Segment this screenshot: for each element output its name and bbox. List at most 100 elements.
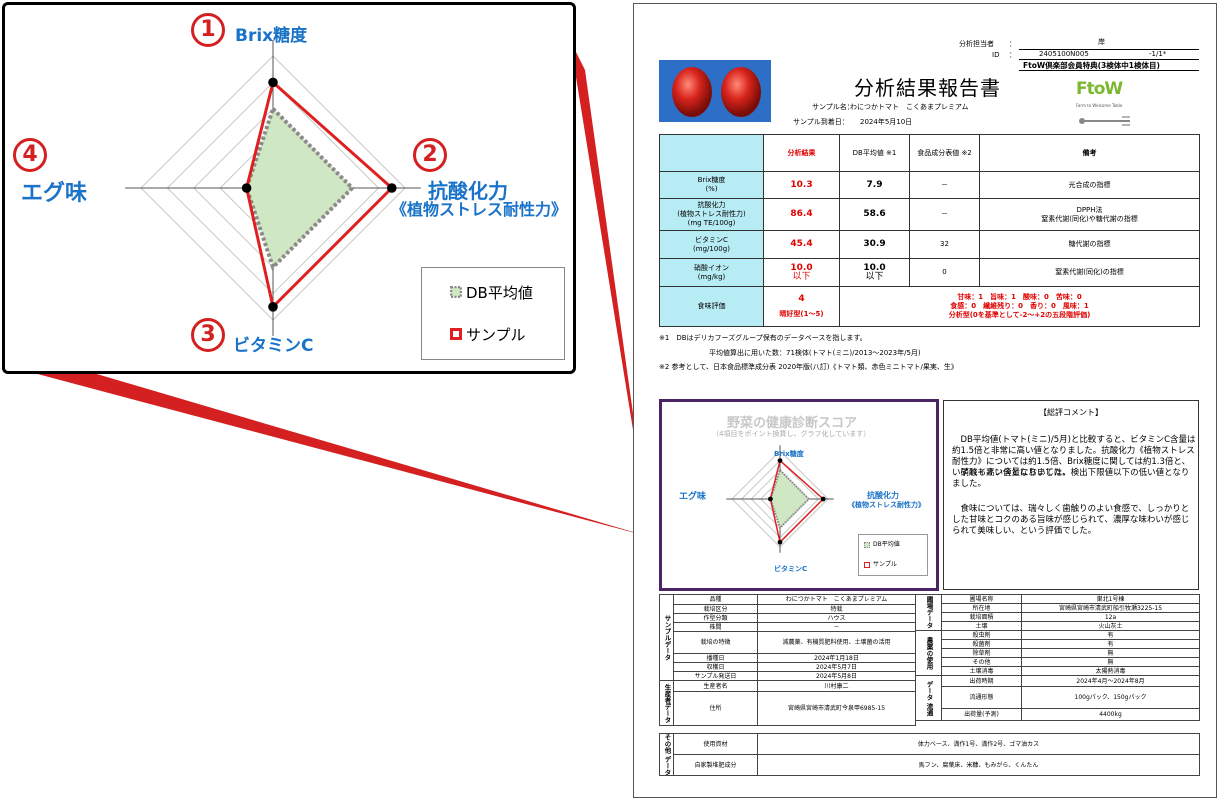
sd-value: 有 — [1021, 630, 1200, 640]
sd-label: 栽培の特徴 — [673, 631, 758, 654]
tomato-2 — [721, 67, 761, 117]
logo-text: FtoW — [1076, 79, 1123, 99]
axis-label-vitaminc: ビタミンC — [233, 336, 314, 356]
row-name-cell: ビタミンC(mg/100g) — [659, 230, 764, 259]
sd-label: 殺菌剤 — [941, 639, 1022, 649]
sd-label: 住所 — [673, 691, 758, 726]
comment-p3: 食味については、瑞々しく歯触りのよい食感で、しっかりとした甘味とコクのある旨味が… — [952, 504, 1190, 536]
sd-value: 100gパック、150gパック — [1021, 686, 1200, 709]
plan-text: FtoW倶楽部会員特典(3検体中1検体目) — [1023, 61, 1160, 70]
sd-value: 減農薬、有機質肥料使用、土壌菌の活用 — [757, 631, 916, 654]
producer-category: 生産者データ — [659, 680, 674, 726]
sd-value: 巣北1号棟 — [1021, 594, 1200, 604]
sd-label: サンプル発送日 — [673, 671, 758, 681]
row-name: ビタミンC — [695, 235, 728, 244]
mini-legend-db: DB平均値 — [873, 541, 900, 548]
db-value: 30.9 — [839, 230, 910, 259]
score-title: 野菜の健康診断スコア — [727, 416, 858, 431]
row-name: 抗酸化力 — [697, 201, 726, 209]
mini-axis-top: Brix糖度 — [774, 450, 804, 458]
row-unit: (%) — [705, 185, 718, 193]
axis-label-antioxidant-sub: 《植物ストレス耐性力》 — [391, 200, 568, 219]
db-value-2: 以下 — [865, 271, 884, 282]
sd-value: 体力ベース、満作1号、満作2号、ゴマ油カス — [757, 732, 1200, 756]
result-value-2: 以下 — [792, 271, 811, 282]
sd-label: 品種 — [673, 594, 758, 605]
ftow-logo: FtoW Farm to Welcome Table — [1074, 77, 1136, 131]
distribution-category: データ 流通 — [915, 675, 942, 721]
sd-value: 12a — [1021, 612, 1200, 622]
sd-label: 使用資材 — [673, 732, 758, 756]
sample-legend-icon — [450, 328, 462, 340]
mini-legend-sample: サンプル — [873, 561, 897, 568]
mini-legend: DB平均値 サンプル — [858, 534, 928, 576]
sd-label: 作型分類 — [673, 613, 758, 623]
id-sep: ： — [1009, 51, 1016, 59]
field-category: 圃場データ — [915, 594, 942, 631]
note-value: 窒素代謝(同化)の指標 — [979, 258, 1200, 287]
sd-label: 圃場名称 — [941, 594, 1022, 604]
corner-cell — [659, 134, 764, 172]
comment-p2: 硝酸イオン含量においては、検出下限値以下の低い値となりました。 — [952, 468, 1190, 489]
analyst-label: 分析担当者 — [959, 40, 994, 48]
zoom-legend: DB平均値 サンプル — [421, 267, 565, 360]
comment-title: 【総評コメント】 — [1039, 408, 1103, 417]
id-suffix: -1/1* — [1149, 50, 1167, 58]
cutlery-icon — [1079, 116, 1130, 126]
sd-value: 宮崎県宮崎市清武町今泉甲6985-15 — [757, 691, 916, 726]
sd-value: 4400kg — [1021, 708, 1200, 721]
sd-value: 2024年5月7日 — [757, 662, 916, 672]
sd-value: わにつかトマト こくあまプレミアム — [757, 594, 916, 605]
sd-label: 除草剤 — [941, 648, 1022, 658]
sd-label: 自家製堆肥成分 — [673, 754, 758, 777]
sd-label: 収穫日 — [673, 662, 758, 672]
note-1: ※1 DBはデリカフーズグループ保有のデータベースを指します。 — [659, 334, 867, 342]
header-result: 分析結果 — [763, 134, 840, 172]
mini-axis-left: エグ味 — [679, 492, 707, 502]
sd-value: 川村康二 — [757, 680, 916, 692]
sample-point — [768, 496, 773, 502]
other-data-table: その他 データ使用資材体力ベース、満作1号、満作2号、ゴマ油カス 自家製堆肥成分… — [659, 732, 1200, 777]
axis-number-4: 4 — [13, 138, 47, 172]
header-food: 食品成分表値 ※2 — [909, 134, 980, 172]
other-category: その他 データ — [659, 732, 674, 777]
row-name-cell: 硝酸イオン(mg/kg) — [659, 258, 764, 287]
note-value: 光合成の指標 — [979, 171, 1200, 199]
taste-line3: 分析型(0を基準として-2～+2の五段階評価) — [948, 311, 1091, 319]
mini-axis-right-sub: 《植物ストレス耐性力》 — [848, 501, 925, 509]
note-2: ※2 参考として、日本食品標準成分表 2020年版(八訂)《トマト類、赤色ミニト… — [659, 363, 958, 371]
table-row: 抗酸化力(植物ストレス耐性力)(mg TE/100g) 86.4 58.6 － … — [659, 198, 1200, 231]
axis-number-3: 3 — [191, 318, 225, 352]
sd-label: 出荷量(予測) — [941, 708, 1022, 721]
mini-axis-bottom: ビタミンC — [774, 565, 808, 573]
field-data-table: 圃場データ圃場名称巣北1号棟 所在地宮崎県宮崎市清武町船引牧瀬3225-15 栽… — [915, 594, 1200, 721]
sample-point — [820, 496, 826, 502]
tomato-photo — [659, 60, 771, 122]
sd-value: 宮崎県宮崎市清武町船引牧瀬3225-15 — [1021, 603, 1200, 613]
logo-sub: Farm to Welcome Table — [1076, 103, 1123, 108]
score-subtitle: （4項目をポイント換算し、グラフ化しています） — [712, 430, 871, 438]
sd-value: 2024年5月8日 — [757, 671, 916, 681]
result-value: 86.4 — [763, 198, 840, 231]
note-value-2: 窒素代謝(同化)や糖代謝の指標 — [1041, 214, 1138, 223]
sd-label: 土壌消毒 — [941, 666, 1022, 676]
row-name-cell: Brix糖度(%) — [659, 171, 764, 199]
sample-point — [777, 539, 783, 545]
taste-line1: 甘味：1 旨味：1 酸味：0 苦味：0 — [957, 293, 1082, 301]
comment-p1: DB平均値(トマト(ミニ)/5月)と比較すると、ビタミンC含量は約1.5倍と非常… — [952, 435, 1196, 478]
sd-value: 無 — [1021, 648, 1200, 658]
mini-sample-legend-icon — [864, 562, 870, 568]
taste-label: 食味評価 — [659, 286, 764, 327]
row-unit: (mg/100g) — [693, 244, 730, 253]
row-unit: (mg/kg) — [697, 272, 726, 281]
zoom-panel: 1 Brix糖度 2 抗酸化力 《植物ストレス耐性力》 3 ビタミンC 4 エグ… — [2, 2, 576, 374]
comment-box: 【総評コメント】 DB平均値(トマト(ミニ)/5月)と比較すると、ビタミンC含量… — [943, 400, 1199, 590]
sd-label: 播種日 — [673, 653, 758, 663]
result-value: 10.3 — [763, 171, 840, 199]
note-value: 糖代謝の指標 — [979, 230, 1200, 259]
sd-label: 所在地 — [941, 603, 1022, 613]
axis-label-brix: Brix糖度 — [235, 26, 308, 46]
result-value: 45.4 — [763, 230, 840, 259]
